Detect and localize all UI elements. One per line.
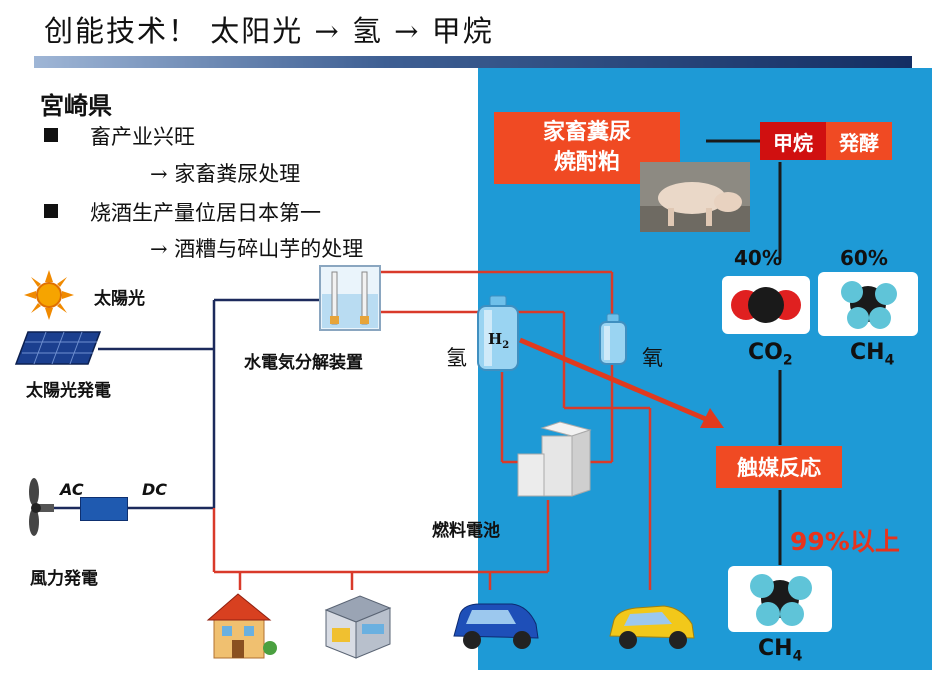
title-underline [34,56,912,68]
sun-icon [24,270,74,320]
ch4-label: CH4 [850,340,894,368]
fuel-cell-label: 燃料電池 [432,521,500,541]
hydrogen-label: 氢 [446,346,467,370]
bullet-1-sub: → 家畜粪尿处理 [150,162,301,186]
h2-label: H2 [488,330,509,351]
final-ch4-molecule-card [728,566,832,632]
h2-subscript: 2 [502,340,510,351]
co2-text: CO [748,340,783,365]
fuel-cell-icon [517,421,592,497]
co2-label: CO2 [748,340,793,368]
source-line-1: 家畜糞尿 [542,120,631,145]
source-line-2: 焼酎粕 [553,150,620,175]
co2-subscript: 2 [782,352,793,369]
yield-text: 99%以上 [790,527,900,556]
methane-fermentation-box: 甲烷 発酵 [760,122,892,160]
catalytic-reaction-box: 触媒反応 [716,446,842,488]
bullet-2-sub: → 酒糟与碎山芋的处理 [150,237,364,261]
final-ch4-subscript: 4 [792,648,803,665]
bullet-square-icon [44,204,58,218]
ch4-molecule-icon [841,281,897,329]
solar-panel-icon [14,331,102,365]
bullet-2-text: 烧酒生产量位居日本第一 [90,201,321,225]
final-ch4-label: CH4 [758,636,802,664]
wind-power-label: 風力発電 [30,569,98,589]
ch4-molecule-card [818,272,918,336]
building-icon [324,595,392,659]
converter-icon [80,497,128,521]
ch4-subscript: 4 [884,352,895,369]
ch4-percentage: 60% [840,246,888,270]
co2-molecule-icon [731,287,801,323]
co2-percentage: 40% [734,246,782,270]
final-ch4-text: CH [758,636,793,661]
blue-car-icon [453,603,539,649]
region-heading: 宮崎県 [40,92,112,120]
sun-label: 太陽光 [94,289,145,309]
page-title: 创能技术！ 太阳光 → 氢 → 甲烷 [44,14,494,48]
yellow-car-icon [609,605,695,649]
hydrogen-tank-icon [477,295,519,371]
bullet-square-icon [44,128,58,142]
solar-power-label: 太陽光発電 [26,381,111,401]
oxygen-label: 氧 [642,346,663,370]
ac-label: AC [60,480,84,499]
oxygen-tank-icon [599,313,627,365]
fermentation-word: 発酵 [826,122,892,160]
bullet-1-text: 畜产业兴旺 [90,125,195,149]
ch4-text: CH [850,340,885,365]
methane-word: 甲烷 [760,122,826,160]
pig-photo [640,162,750,232]
electrolyzer-icon [319,265,381,331]
dc-label: DC [142,480,168,499]
h2-text: H [488,330,503,348]
wind-turbine-icon [29,478,54,536]
house-icon [206,593,277,659]
final-ch4-molecule-icon [750,574,812,626]
co2-molecule-card [722,276,810,334]
electrolyzer-label: 水電気分解装置 [244,353,363,373]
